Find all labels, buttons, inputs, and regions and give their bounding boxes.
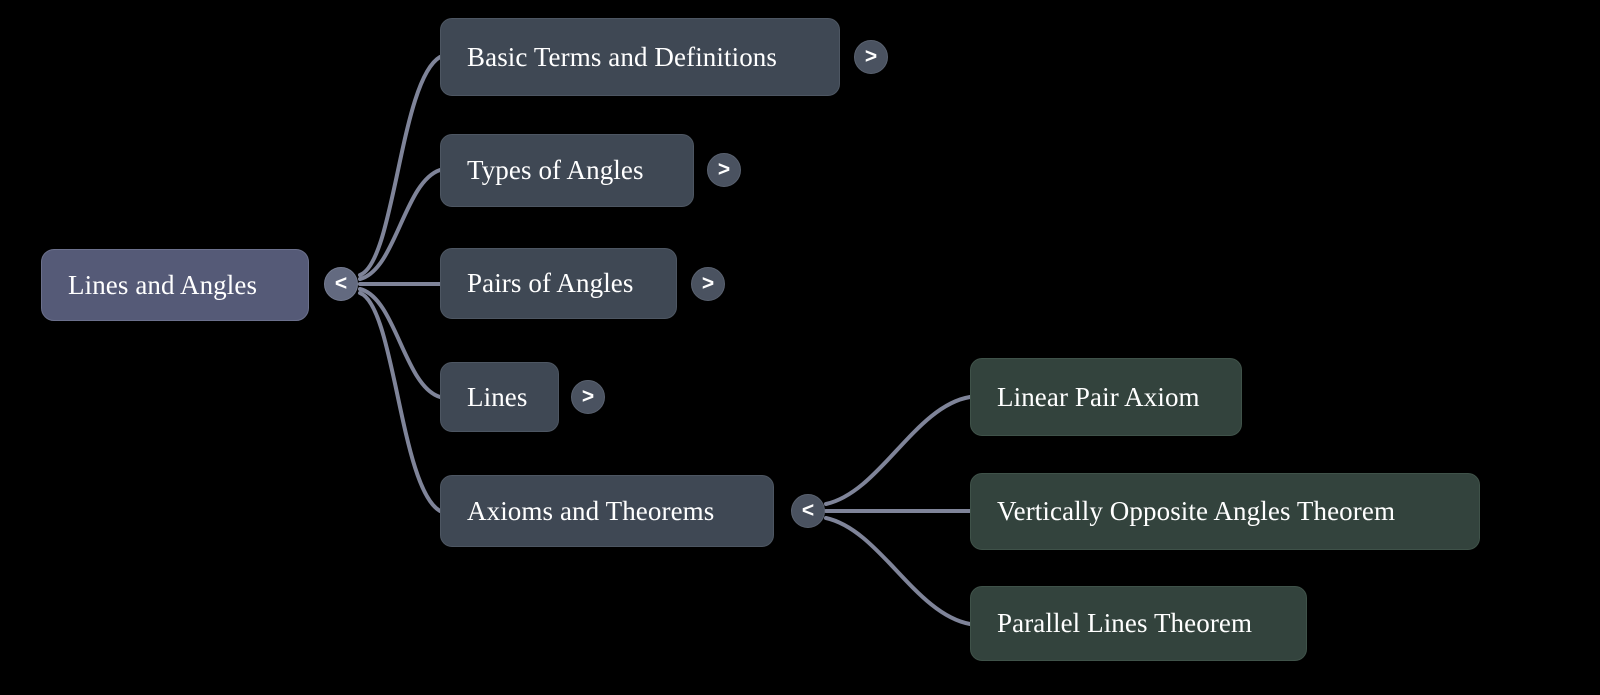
chevron-left-icon: < xyxy=(334,271,348,295)
pairs-of-angles-expand-icon[interactable]: > xyxy=(691,267,725,301)
node-label: Basic Terms and Definitions xyxy=(467,41,778,72)
axioms-and-theorems-collapse-icon[interactable]: < xyxy=(791,494,825,528)
edge-root-collapse-to-types-of-angles xyxy=(358,168,442,281)
node-branch-axioms-and-theorems[interactable]: Axioms and Theorems xyxy=(440,475,774,547)
node-label: Types of Angles xyxy=(467,155,644,185)
node-branch-types-of-angles[interactable]: Types of Angles xyxy=(440,134,694,207)
chevron-right-icon: > xyxy=(701,271,715,295)
edge-root-collapse-to-basic-terms-and-definitions xyxy=(358,55,442,277)
node-branch-pairs-of-angles[interactable]: Pairs of Angles xyxy=(440,248,677,319)
chevron-right-icon: > xyxy=(581,384,595,408)
root-collapse-icon[interactable]: < xyxy=(324,267,358,301)
node-label: Axioms and Theorems xyxy=(467,495,715,526)
edge-axioms-and-theorems-collapse-to-linear-pair-axiom xyxy=(824,395,972,506)
node-branch-basic-terms-and-definitions[interactable]: Basic Terms and Definitions xyxy=(440,18,840,96)
node-label: Lines and Angles xyxy=(68,269,258,300)
types-of-angles-expand-icon[interactable]: > xyxy=(707,153,741,187)
node-leaf-vertically-opposite-angles-theorem[interactable]: Vertically Opposite Angles Theorem xyxy=(970,473,1480,550)
node-leaf-parallel-lines-theorem[interactable]: Parallel Lines Theorem xyxy=(970,586,1307,661)
node-label: Linear Pair Axiom xyxy=(997,381,1200,412)
node-branch-lines[interactable]: Lines xyxy=(440,362,559,432)
node-root-lines-and-angles[interactable]: Lines and Angles xyxy=(41,249,309,321)
node-leaf-linear-pair-axiom[interactable]: Linear Pair Axiom xyxy=(970,358,1242,436)
lines-expand-icon[interactable]: > xyxy=(571,380,605,414)
edge-root-collapse-to-axioms-and-theorems xyxy=(358,291,442,513)
basic-terms-expand-icon[interactable]: > xyxy=(854,40,888,74)
node-label: Lines xyxy=(467,381,528,412)
edge-root-collapse-to-lines xyxy=(358,287,442,399)
node-label: Pairs of Angles xyxy=(467,268,634,298)
node-label: Parallel Lines Theorem xyxy=(997,608,1253,638)
chevron-right-icon: > xyxy=(864,44,878,68)
chevron-right-icon: > xyxy=(717,157,731,181)
chevron-left-icon: < xyxy=(801,498,815,522)
edge-axioms-and-theorems-collapse-to-parallel-lines-theorem xyxy=(824,516,972,626)
node-label: Vertically Opposite Angles Theorem xyxy=(997,496,1396,526)
